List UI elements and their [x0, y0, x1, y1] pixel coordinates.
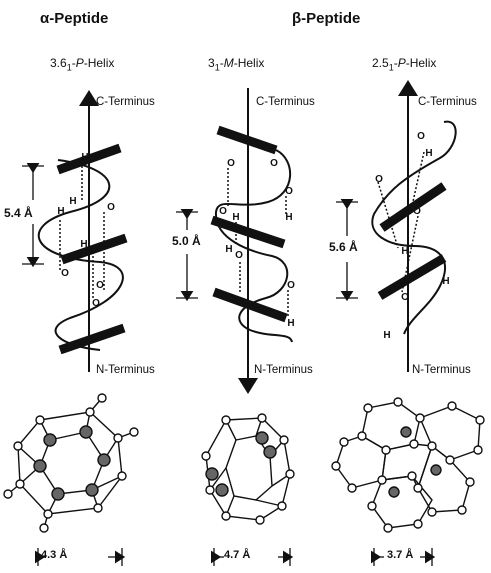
- helix-3-diagram: [336, 88, 456, 372]
- helix-2-diagram: [176, 88, 292, 386]
- diameter-brackets: [38, 548, 432, 566]
- helix-3-amide-plane: [380, 258, 444, 296]
- helix-1-top-view: [4, 394, 138, 532]
- helix-1-amide-plane: [62, 238, 126, 260]
- helix-2-top-view: [202, 414, 294, 524]
- helix-1-amide-plane: [60, 328, 124, 350]
- helix-3-top-view: [332, 398, 484, 532]
- helix-1-diagram: [22, 98, 126, 372]
